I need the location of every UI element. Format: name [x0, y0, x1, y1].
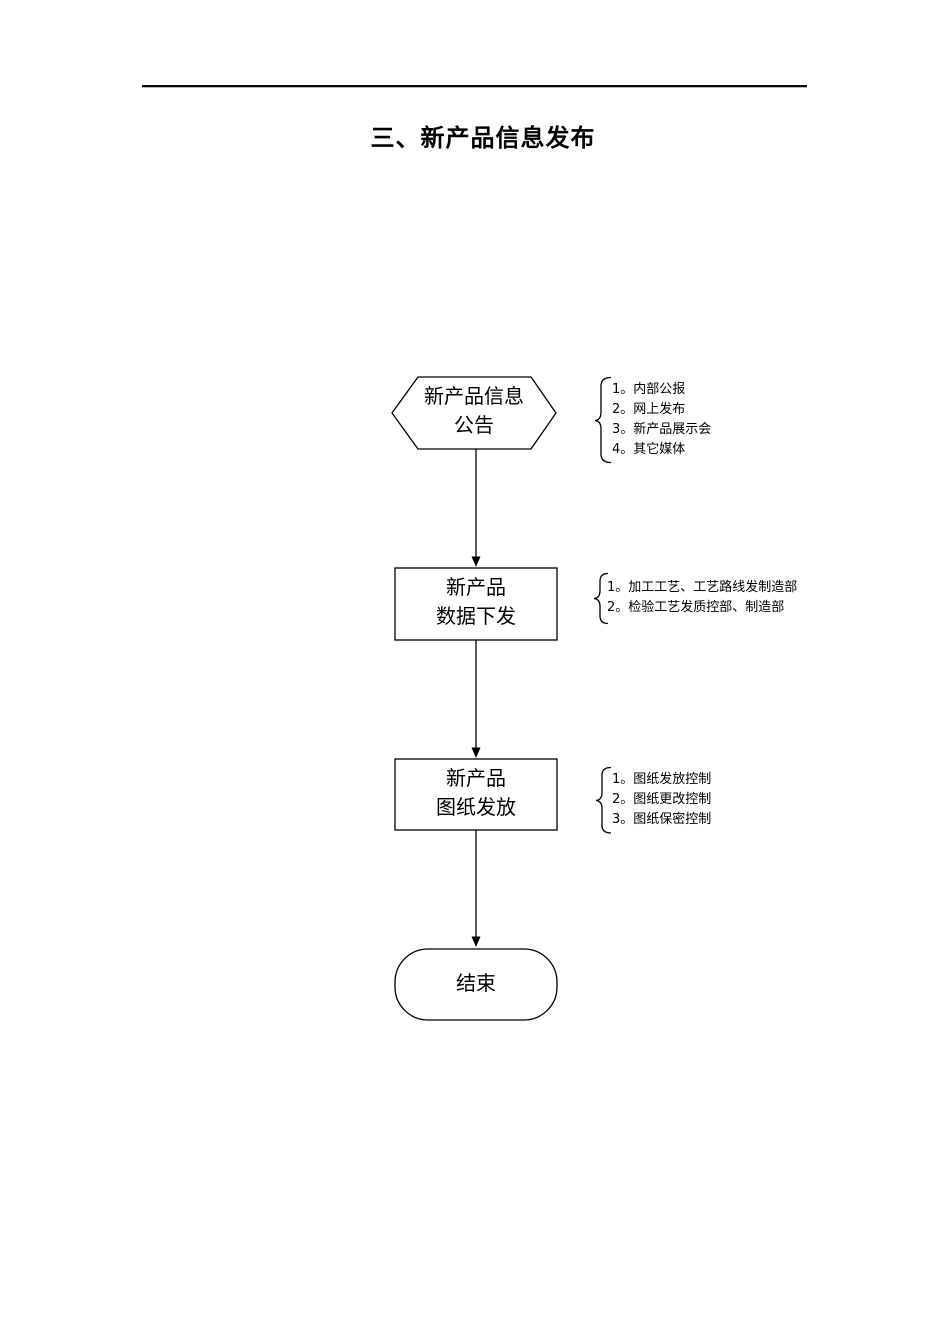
annotation-item: 1。加工工艺、工艺路线发制造部	[607, 580, 798, 595]
left-brace-icon	[593, 572, 609, 625]
left-brace-icon	[595, 766, 612, 834]
annotation-item: 3。新产品展示会	[612, 422, 712, 437]
header-rule	[142, 85, 807, 88]
annotation-item: 2。网上发布	[612, 402, 686, 417]
node-text-line: 图纸发放	[436, 795, 516, 819]
hexagon-node-shape	[391, 376, 557, 450]
node-text-line: 新产品	[446, 575, 506, 599]
annotation-item: 2。图纸更改控制	[612, 792, 712, 807]
annotation-item: 3。图纸保密控制	[612, 812, 712, 827]
node-text-line: 新产品	[446, 766, 506, 790]
annotation-group-info-announcement: 1。内部公报 2。网上发布 3。新产品展示会 4。其它媒体	[612, 380, 711, 460]
annotation-group-data-release: 1。加工工艺、工艺路线发制造部 2。检验工艺发质控部、制造部	[607, 578, 797, 618]
annotation-item: 1。图纸发放控制	[612, 772, 712, 787]
arrowhead-down-icon	[471, 936, 481, 947]
node-text-line: 公告	[454, 413, 494, 437]
annotation-group-drawing-release: 1。图纸发放控制 2。图纸更改控制 3。图纸保密控制	[612, 770, 711, 830]
node-label-data-release: 新产品 数据下发	[395, 573, 557, 631]
node-text-line: 数据下发	[436, 604, 516, 628]
arrowhead-down-icon	[471, 747, 481, 758]
node-label-drawing-release: 新产品 图纸发放	[395, 764, 557, 822]
node-text-line: 新产品信息	[424, 384, 524, 408]
node-label-end: 结束	[456, 971, 496, 995]
arrowhead-down-icon	[471, 556, 481, 567]
node-label-info-announcement: 新产品信息 公告	[392, 382, 556, 440]
annotation-item: 2。检验工艺发质控部、制造部	[607, 600, 785, 615]
annotation-item: 4。其它媒体	[612, 442, 686, 457]
page-title: 三、新产品信息发布	[370, 124, 596, 152]
annotation-item: 1。内部公报	[612, 382, 686, 397]
left-brace-icon	[594, 376, 612, 464]
terminator-node-shape	[394, 948, 558, 1021]
